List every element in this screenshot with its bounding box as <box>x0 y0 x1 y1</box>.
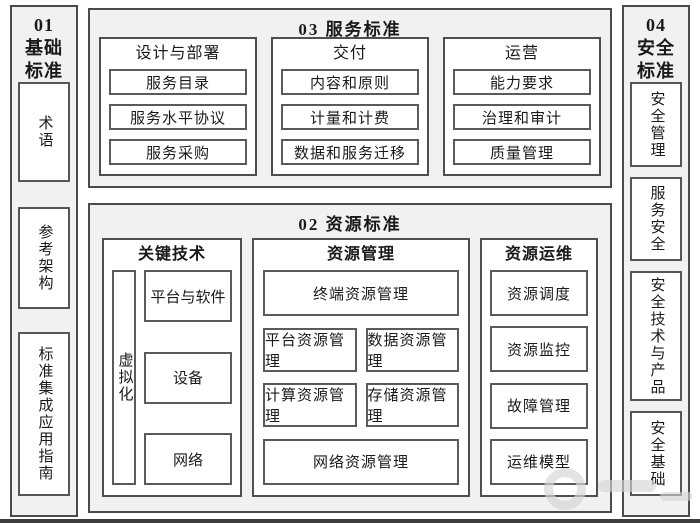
box-network: 网络 <box>144 433 232 485</box>
box-service-level-agreement: 服务水平协议 <box>109 104 247 130</box>
box-reference-architecture: 参考架构 <box>18 207 70 309</box>
group-key-technologies: 关键技术 虚拟化 平台与软件 设备 网络 <box>102 238 242 497</box>
security-standards-header: 04 安全 标准 <box>637 15 675 82</box>
box-reference-architecture-label: 参考架构 <box>36 224 53 292</box>
box-storage-resource-mgmt: 存储资源管理 <box>365 383 459 428</box>
management-row: 平台资源管理 数据资源管理 <box>263 327 459 372</box>
basic-standards-column: 01 基础 标准 术语 参考架构 标准集成应用指南 <box>10 5 78 517</box>
box-service-catalog: 服务目录 <box>109 69 247 95</box>
box-content-principles: 内容和原则 <box>281 69 419 95</box>
resource-standards-title: 02 资源标准 <box>298 215 402 234</box>
box-metering-billing: 计量和计费 <box>281 104 419 130</box>
box-security-tech-products-label: 安全技术与产品 <box>648 276 665 396</box>
box-platform-software: 平台与软件 <box>144 270 232 322</box>
box-security-foundation: 安全基础 <box>630 411 682 496</box>
box-fault-management: 故障管理 <box>490 382 588 429</box>
box-security-tech-products: 安全技术与产品 <box>630 271 682 401</box>
box-security-foundation-label: 安全基础 <box>648 419 665 488</box>
group-operations-title: 运营 <box>504 45 539 62</box>
box-platform-resource-mgmt: 平台资源管理 <box>263 327 357 372</box>
resource-management-body: 终端资源管理 平台资源管理 数据资源管理 计算资源管理 存储资源管理 网络资源管… <box>254 270 468 495</box>
group-resource-management: 资源管理 终端资源管理 平台资源管理 数据资源管理 计算资源管理 存储资源管理 … <box>252 238 470 497</box>
box-security-management: 安全管理 <box>630 82 682 167</box>
service-standards-section: 03 服务标准 设计与部署 服务目录 服务水平协议 服务采购 交付 内容和原则 … <box>88 8 612 188</box>
group-resource-management-title: 资源管理 <box>326 246 395 263</box>
box-network-resource-mgmt: 网络资源管理 <box>263 438 459 485</box>
box-integration-guide-label: 标准集成应用指南 <box>36 346 53 482</box>
key-technologies-items: 平台与软件 设备 网络 <box>144 270 232 485</box>
box-security-management-label: 安全管理 <box>648 90 665 159</box>
box-equipment: 设备 <box>144 351 232 404</box>
box-service-security: 服务安全 <box>630 177 682 261</box>
management-row: 计算资源管理 存储资源管理 <box>263 383 459 428</box>
group-operations: 运营 能力要求 治理和审计 质量管理 <box>443 37 601 176</box>
box-terminology-label: 术语 <box>36 115 53 149</box>
box-virtualization: 虚拟化 <box>112 270 136 485</box>
group-design-deploy: 设计与部署 服务目录 服务水平协议 服务采购 <box>99 37 257 176</box>
group-key-technologies-title: 关键技术 <box>137 246 206 263</box>
management-row: 终端资源管理 <box>263 270 459 316</box>
resource-standards-section: 02 资源标准 关键技术 虚拟化 平台与软件 设备 网络 资源管 <box>88 203 612 513</box>
service-standards-title: 03 服务标准 <box>298 20 402 39</box>
box-data-resource-mgmt: 数据资源管理 <box>365 327 459 372</box>
group-delivery-title: 交付 <box>332 45 367 62</box>
basic-standards-header: 01 基础 标准 <box>25 15 63 82</box>
box-terminology: 术语 <box>18 82 70 182</box>
management-row: 网络资源管理 <box>263 438 459 485</box>
group-resource-ops-title: 资源运维 <box>504 246 573 263</box>
group-delivery: 交付 内容和原则 计量和计费 数据和服务迁移 <box>271 37 429 176</box>
resource-groups: 关键技术 虚拟化 平台与软件 设备 网络 资源管理 终端 <box>102 238 598 497</box>
box-service-security-label: 服务安全 <box>648 185 665 253</box>
box-resource-monitoring: 资源监控 <box>490 326 588 373</box>
box-integration-guide: 标准集成应用指南 <box>18 332 70 496</box>
service-groups: 设计与部署 服务目录 服务水平协议 服务采购 交付 内容和原则 计量和计费 数据… <box>99 37 601 176</box>
security-standards-column: 04 安全 标准 安全管理 服务安全 安全技术与产品 安全基础 <box>622 5 690 517</box>
box-governance-audit: 治理和审计 <box>453 104 591 130</box>
box-capability-requirements: 能力要求 <box>453 69 591 95</box>
box-virtualization-label: 虚拟化 <box>116 352 133 403</box>
box-ops-model: 运维模型 <box>490 438 588 485</box>
group-resource-ops: 资源运维 资源调度 资源监控 故障管理 运维模型 <box>480 238 598 497</box>
group-design-deploy-title: 设计与部署 <box>135 45 221 62</box>
key-technologies-body: 虚拟化 平台与软件 设备 网络 <box>104 270 240 495</box>
resource-ops-body: 资源调度 资源监控 故障管理 运维模型 <box>482 270 596 495</box>
box-terminal-resource-mgmt: 终端资源管理 <box>263 270 459 316</box>
box-service-procurement: 服务采购 <box>109 139 247 165</box>
box-quality-management: 质量管理 <box>453 139 591 165</box>
box-data-service-migration: 数据和服务迁移 <box>281 139 419 165</box>
box-resource-scheduling: 资源调度 <box>490 270 588 316</box>
bottom-edge-bar <box>0 519 700 523</box>
box-compute-resource-mgmt: 计算资源管理 <box>263 383 357 428</box>
